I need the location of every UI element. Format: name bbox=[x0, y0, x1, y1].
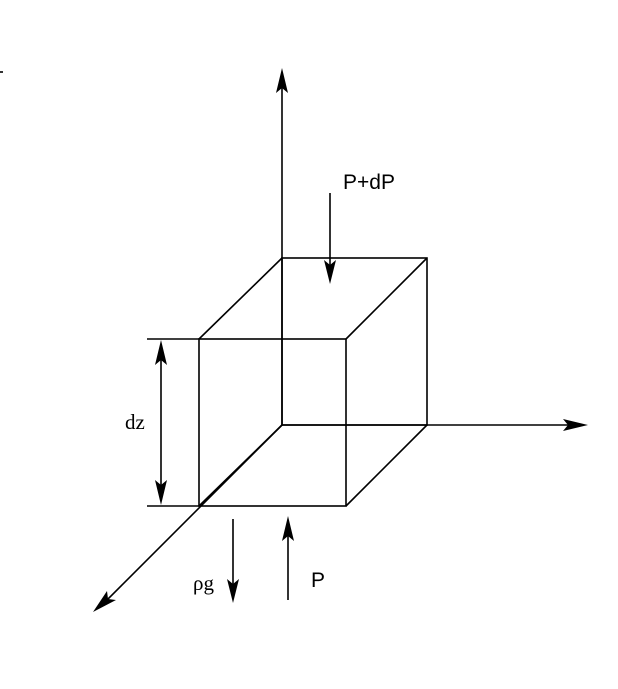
cube-back-face bbox=[281, 257, 428, 426]
cube-edge-bottom-left bbox=[198, 424, 283, 507]
fluid-element-cube bbox=[198, 257, 428, 507]
bottom-pressure-force: P bbox=[282, 516, 325, 600]
weight-label: ρg bbox=[193, 571, 214, 595]
cube-front-face bbox=[198, 338, 347, 507]
cube-edge-top-right bbox=[345, 257, 428, 340]
dimension-arrowhead-down bbox=[155, 480, 167, 505]
bottom-pressure-arrowhead bbox=[282, 516, 294, 541]
top-pressure-arrowhead bbox=[324, 260, 336, 284]
z-axis-arrowhead bbox=[276, 68, 288, 93]
height-label: dz bbox=[125, 410, 145, 434]
weight-arrowhead bbox=[227, 579, 239, 603]
bottom-pressure-label: P bbox=[311, 569, 325, 592]
dimension-arrowhead-up bbox=[155, 340, 167, 365]
height-dimension: dz bbox=[125, 338, 199, 507]
x-axis-arrowhead bbox=[93, 591, 116, 612]
top-pressure-label: P+dP bbox=[343, 171, 395, 194]
cube-edge-top-left bbox=[198, 257, 283, 340]
y-axis-arrowhead bbox=[563, 419, 588, 431]
weight-force: ρg bbox=[193, 519, 239, 603]
top-pressure-force: P+dP bbox=[324, 171, 395, 284]
cube-edge-bottom-right bbox=[345, 424, 428, 507]
